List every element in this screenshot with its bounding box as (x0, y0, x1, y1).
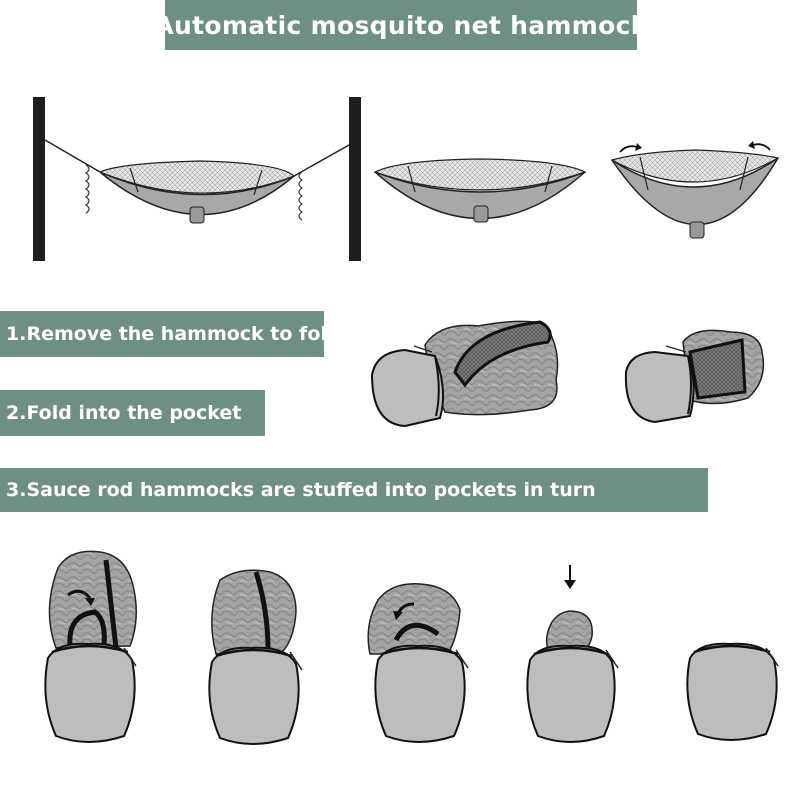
hammock-standalone (373, 158, 587, 223)
strap-loops (298, 171, 304, 221)
hammock-between-trees (33, 97, 361, 261)
mesh-net-icon (373, 158, 587, 191)
curved-arrow-icon (752, 143, 771, 151)
hammock-icon (611, 157, 779, 226)
curved-arrow-icon (67, 589, 92, 600)
pouch-icon (208, 646, 300, 745)
curved-arrow-icon (619, 145, 638, 153)
pouch-icon (370, 348, 444, 428)
strap-loops (84, 164, 90, 214)
mesh-net-icon (453, 320, 552, 388)
zipper-icon (393, 622, 440, 642)
tree-trunk-icon (33, 97, 45, 261)
pouch-icon (374, 644, 466, 743)
stuffing-step-5 (686, 642, 779, 741)
zipper-icon (103, 559, 119, 649)
mesh-net-icon (98, 160, 296, 194)
pouch-icon (686, 642, 778, 741)
step-2-label: 2.Fold into the pocket (0, 390, 265, 436)
zipper-icon (67, 609, 107, 646)
pouch-icon (189, 206, 205, 224)
mesh-net-icon (610, 149, 780, 183)
folding-step-2 (624, 329, 765, 424)
mesh-net-icon (688, 338, 747, 400)
page-title: Automatic mosquito net hammock (154, 0, 647, 50)
pouch-icon (473, 205, 489, 223)
pouch-icon (689, 221, 705, 239)
stuffing-step-1 (44, 550, 137, 743)
pouch-icon (624, 350, 695, 424)
folding-step-1 (370, 320, 559, 428)
pouch-icon (44, 642, 136, 743)
stuffing-step-3 (367, 583, 469, 743)
hammock-pulled (610, 141, 780, 239)
step-1-label: 1.Remove the hammock to fold (0, 311, 341, 357)
pouch-icon (526, 644, 616, 743)
step-3-label: 3.Sauce rod hammocks are stuffed into po… (0, 468, 708, 512)
down-arrow-icon (564, 565, 576, 589)
zipper-icon (253, 571, 271, 651)
tree-trunk-icon (349, 97, 361, 261)
stuffing-step-4 (526, 565, 619, 743)
stuffing-step-2 (208, 569, 303, 745)
